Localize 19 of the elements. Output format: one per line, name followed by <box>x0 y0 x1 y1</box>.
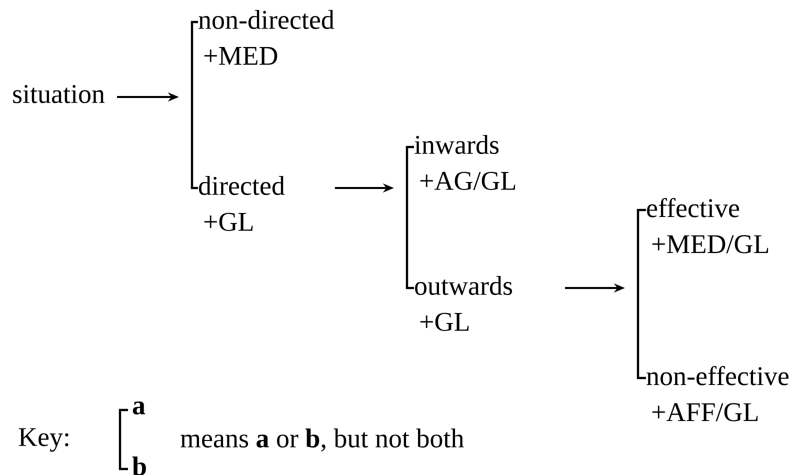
bracket <box>190 22 194 188</box>
bracket-tick <box>636 376 646 380</box>
bracket-tick <box>190 20 198 24</box>
bracket-tick <box>636 208 646 212</box>
option-text: inwards +AG/GL <box>414 135 516 190</box>
option-text: non-directed +MED <box>198 10 334 65</box>
key-label: Key: <box>18 428 68 452</box>
option-text: non-effective +AFF/GL <box>646 366 789 422</box>
option-text: situation <box>13 85 105 104</box>
bracket-tick <box>406 286 414 290</box>
option-text: outwards +GL <box>415 276 512 331</box>
bracket-tick <box>190 186 198 190</box>
option-text: effective +MED/GL <box>647 198 768 254</box>
key-option: a <box>132 402 146 414</box>
bracket <box>406 147 408 288</box>
key-text: means a or b, but not both <box>180 428 464 452</box>
bracket-tick <box>406 146 414 148</box>
option-text: directed +GL <box>198 176 285 231</box>
bracket <box>636 210 640 378</box>
